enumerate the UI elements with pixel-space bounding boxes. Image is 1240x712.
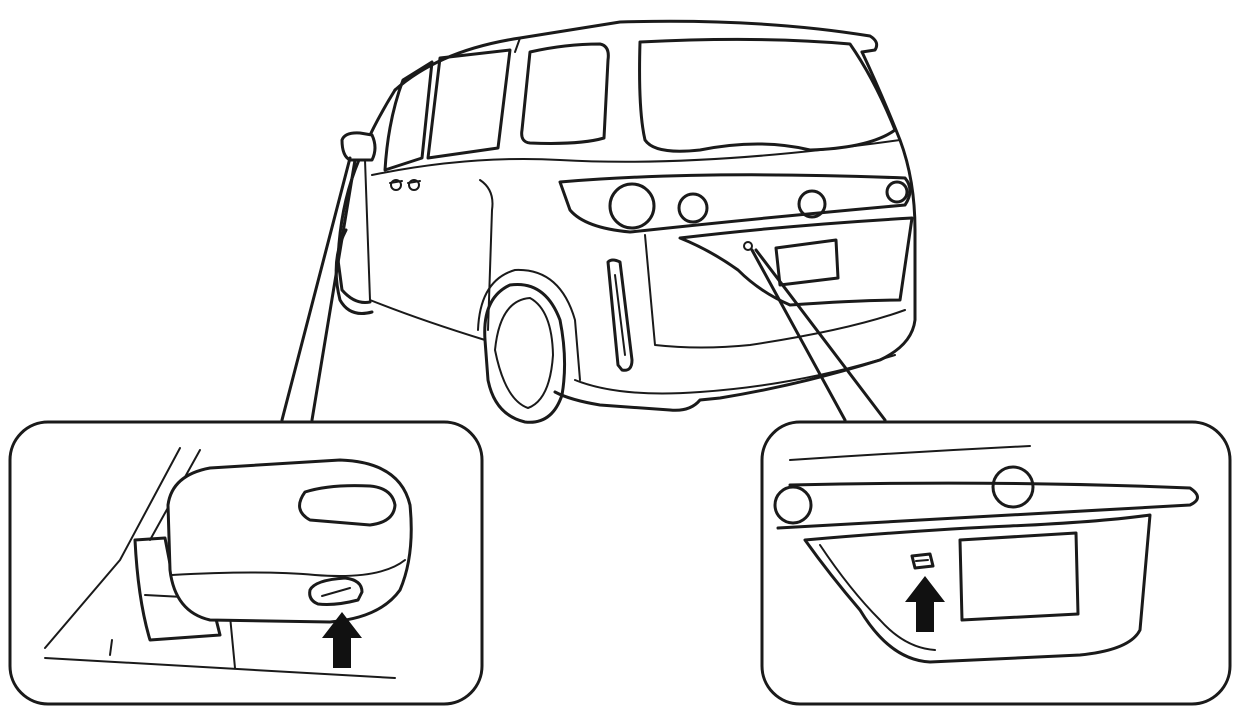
up-arrow-icon xyxy=(322,612,362,668)
tail-light-bar xyxy=(558,173,912,234)
license-plate-detail xyxy=(958,531,1080,622)
rear-camera-detail xyxy=(910,552,935,570)
turn-signal-lens xyxy=(298,484,397,527)
license-plate xyxy=(774,238,840,287)
tail-light-bar-detail xyxy=(776,481,1199,530)
callout-mirror-underside xyxy=(8,420,484,706)
mirror-camera xyxy=(308,576,364,606)
side-window-rear xyxy=(426,48,512,160)
side-window-front xyxy=(383,60,434,172)
bumper-reflector xyxy=(606,258,634,372)
callout-license-garnish xyxy=(760,420,1232,706)
minivan-illustration xyxy=(334,19,917,424)
garnish-panel xyxy=(803,513,1152,664)
up-arrow-icon xyxy=(905,576,945,632)
rear-wheel xyxy=(483,282,567,424)
side-mirror xyxy=(340,131,377,162)
quarter-window xyxy=(520,42,610,145)
rear-camera xyxy=(743,241,753,251)
mirror-housing xyxy=(166,458,413,624)
callout-frame-right xyxy=(760,420,1232,706)
license-garnish xyxy=(678,216,914,307)
rear-window xyxy=(638,37,897,153)
callout-leaders xyxy=(280,156,887,422)
